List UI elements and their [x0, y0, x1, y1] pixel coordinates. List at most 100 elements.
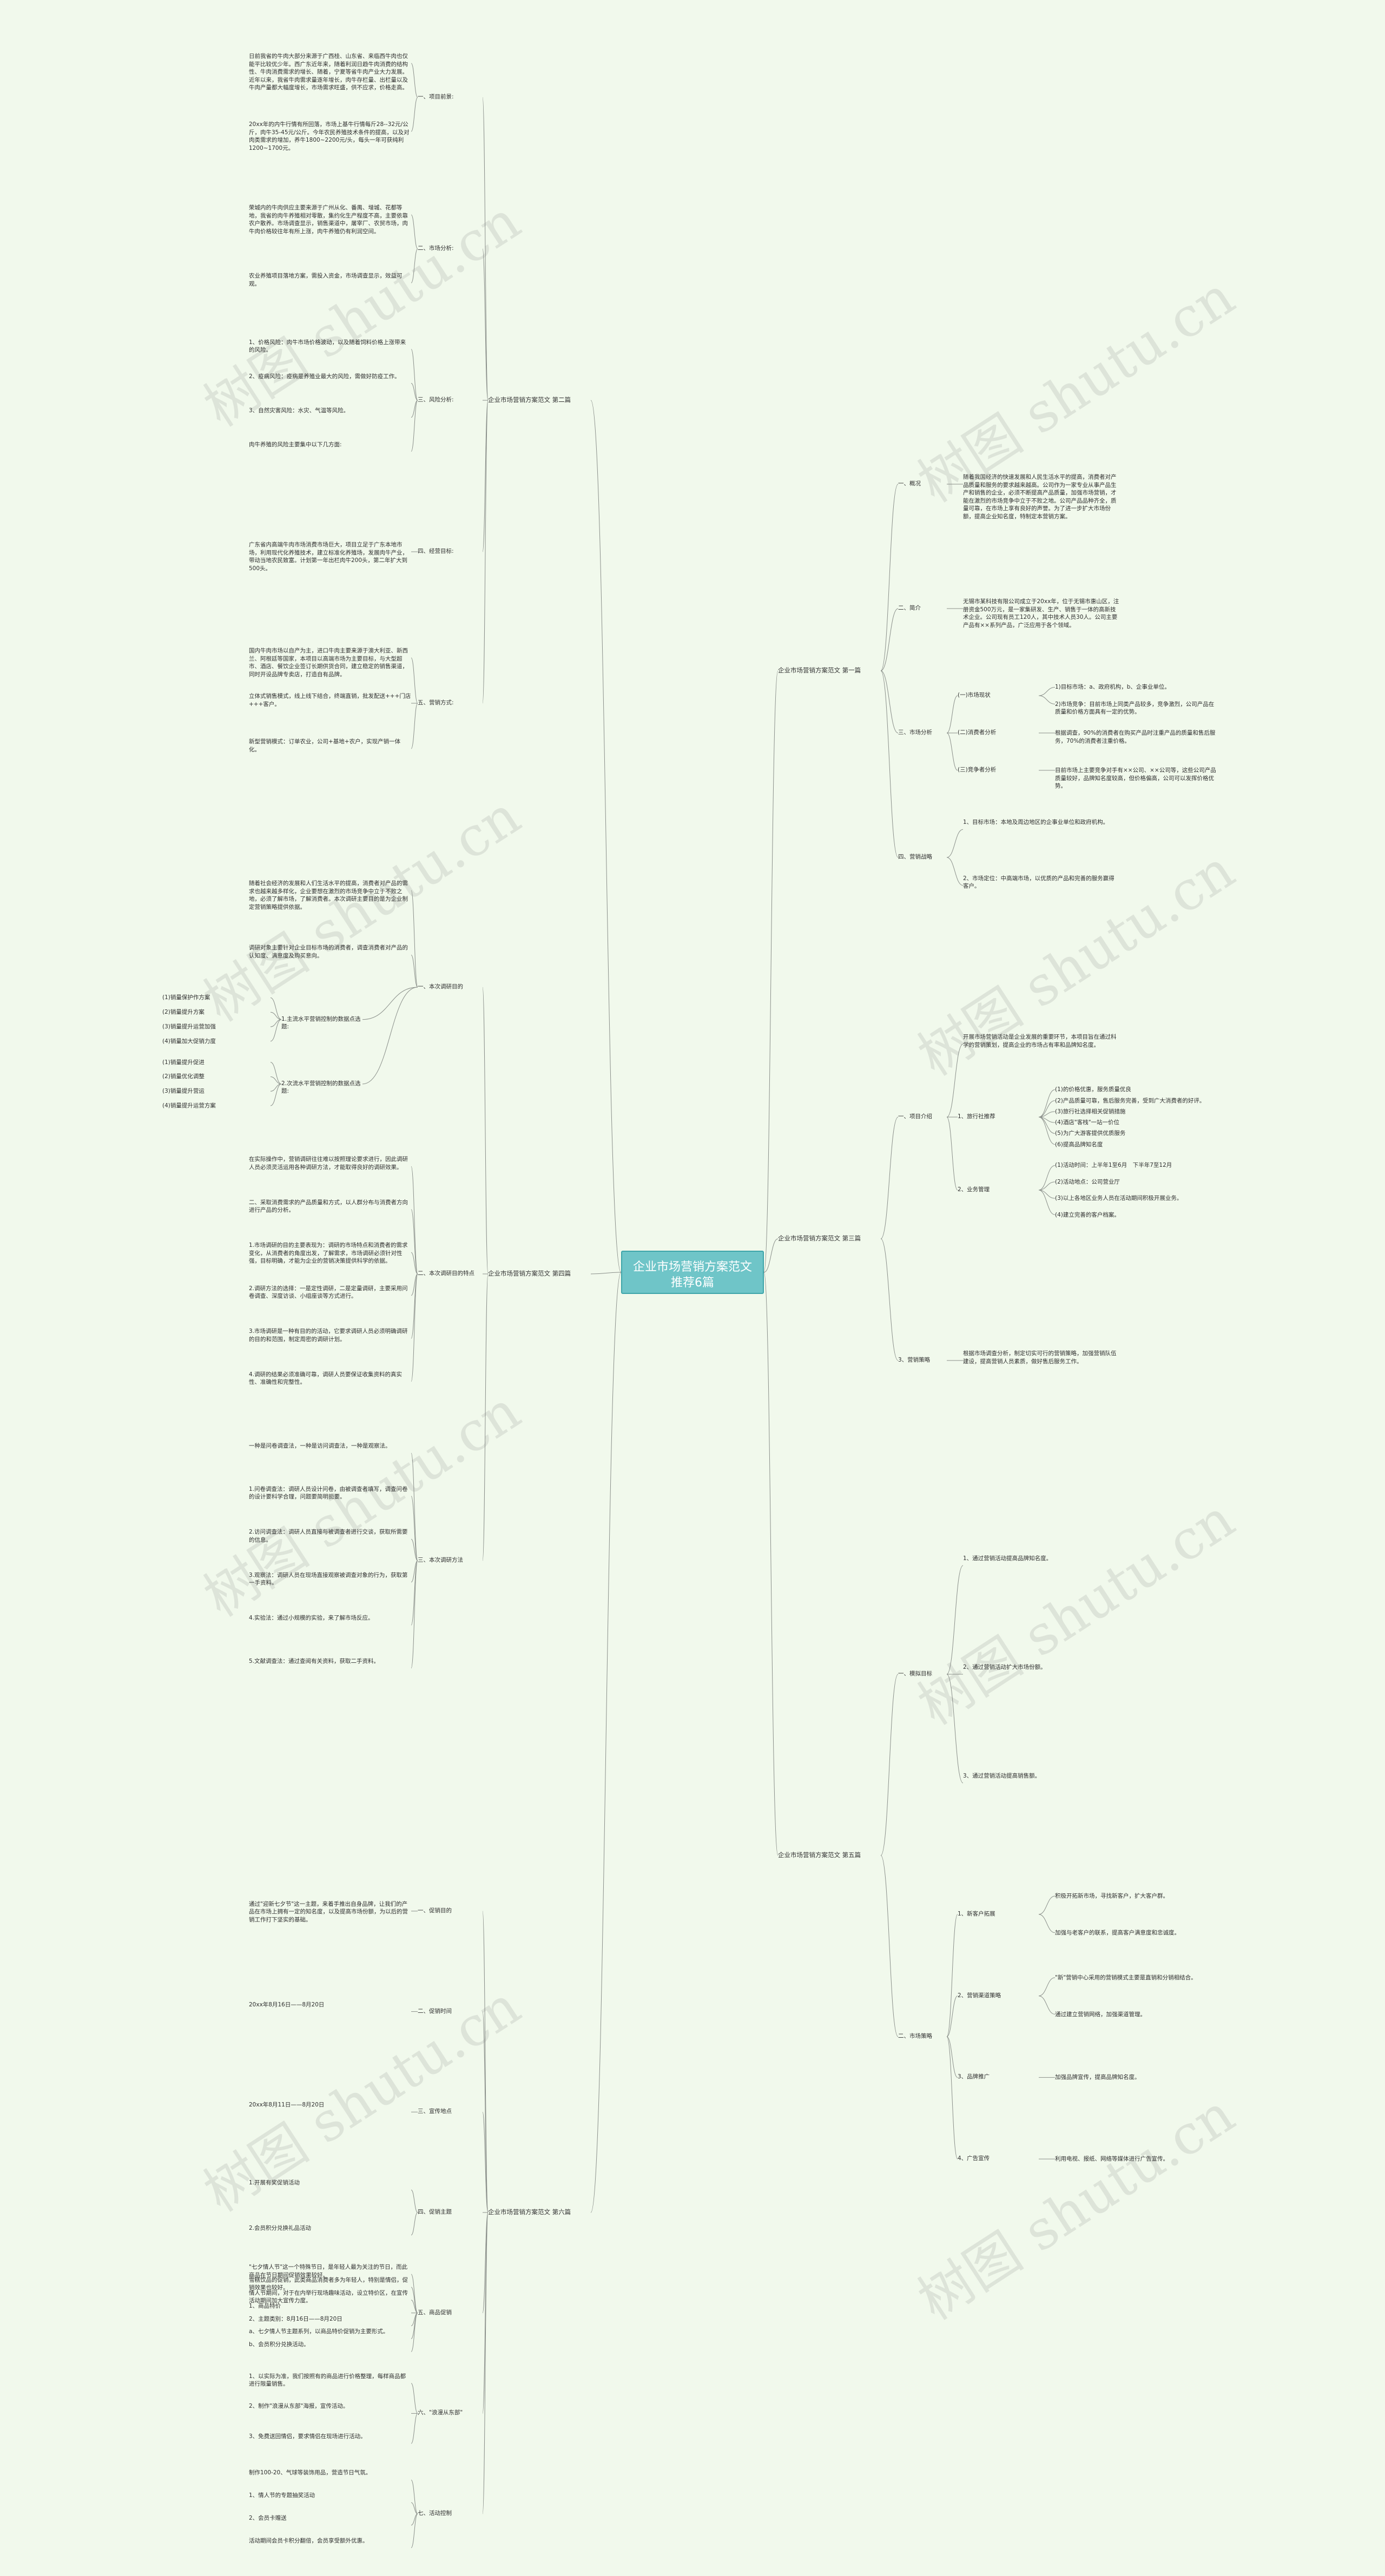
list-item: (2)销量提升方案 — [162, 1009, 205, 1016]
group-label: 2、业务管理 — [958, 1186, 990, 1193]
leaf-text: 1.问卷调查法：调研人员设计问卷，由被调查者填写，调查问卷的设计要科学合理，问题… — [249, 1485, 408, 1501]
group-label: (二)消费者分析 — [958, 729, 997, 736]
leaf-text: 活动期间会员卡积分翻倍，会员享受额外优惠。 — [249, 2537, 368, 2544]
section-label: 一、促销目的 — [418, 1907, 452, 1914]
section-label: 二、简介 — [898, 605, 921, 611]
leaf-text: 广东省内高端牛肉市场消费市场巨大，项目立足于广东本地市场，利用现代化养殖技术，建… — [249, 541, 408, 572]
section-label: 一、本次调研目的 — [418, 983, 463, 990]
leaf-text: "七夕情人节"这一个特殊节日，是年轻人最为关注的节日，而此商品在节日期间促销效果… — [249, 2264, 408, 2278]
list-item: (4)建立完善的客户档案。 — [1055, 1211, 1120, 1218]
leaf-text: 1、通过营销活动提高品牌知名度。 — [963, 1555, 1052, 1562]
leaf-text: 1.开展有奖促销活动 — [249, 2179, 300, 2187]
list-item: (1)销量保护作方案 — [162, 994, 210, 1001]
group-label: 3、品牌推广 — [958, 2073, 990, 2080]
section-label: 四、促销主题 — [418, 2209, 452, 2215]
leaf-text: 2.会员积分兑换礼品活动 — [249, 2224, 312, 2231]
leaf-text: 1、商品特价 — [249, 2302, 281, 2309]
list-item: (3)销量提升营运 — [162, 1088, 205, 1095]
leaf-text: 1、以实际为准，我们按照有的商品进行价格整理，每样商品都进行限量销售。 — [249, 2373, 406, 2388]
list-item: (4)酒店"客栈"一站一价位 — [1055, 1119, 1120, 1126]
leaf-text: 在实际操作中，营销调研往往难以按照理论要求进行，因此调研人员必须灵活运用各种调研… — [249, 1156, 408, 1171]
list-item: (2)活动地点：公司营业厅 — [1055, 1178, 1120, 1185]
list-item: "新"营销中心采用的营销模式主要是直销和分销相结合。 — [1055, 1974, 1197, 1981]
list-item: (3)销量提升运营加强 — [162, 1023, 216, 1031]
group-label: 1、旅行社推荐 — [958, 1113, 995, 1120]
section-label: 六、"浪漫从东部" — [418, 2409, 463, 2416]
leaf-text: 1、目标市场：本地及周边地区的企事业单位和政府机构。 — [963, 819, 1109, 826]
branch-topic: 企业市场营销方案范文 第四篇 — [488, 1270, 571, 1277]
list-item: 1)目标市场：a、政府机构，b、企事业单位。 — [1055, 684, 1170, 691]
leaf-text: 4.实验法：通过小规模的实验，来了解市场反应。 — [249, 1615, 374, 1622]
group-label: (一)市场现状 — [958, 692, 991, 698]
section-label: 3、营销策略 — [898, 1357, 931, 1363]
list-item: (4)销量提升运营方案 — [162, 1102, 216, 1109]
section-label: 三、本次调研方法 — [418, 1557, 463, 1563]
leaf-text: 根据市场调查分析，制定切实可行的营销策略，加强营销队伍建设，提高营销人员素质，做… — [963, 1350, 1117, 1365]
leaf-text: 4.调研的结果必须准确可靠，调研人员要保证收集资料的真实性、准确性和完整性。 — [249, 1371, 403, 1386]
leaf-text: 荣城内的牛肉供应主要来源于广州从化、番禺、增城、花都等地，我省的肉牛养殖相对零散… — [249, 204, 408, 235]
leaf-text: 3、免费送回情侣，要求情侣在现场进行活动。 — [249, 2433, 366, 2440]
section-label: 二、市场策略 — [898, 2033, 932, 2039]
group-label: 2.次流水平营销控制的数据点选题: — [281, 1080, 361, 1095]
list-item: 积极开拓新市场，寻找新客户，扩大客户群。 — [1055, 1892, 1169, 1899]
list-item: 根据调查，90%的消费者在购买产品时注重产品的质量和售后服务，70%的消费者注重… — [1055, 730, 1216, 744]
list-item: (1)活动时间：上半年1至6月 下半年7至12月 — [1055, 1162, 1172, 1169]
leaf-text: a、七夕情人节主题系列，以商品特价促销为主要形式。 — [249, 2328, 389, 2335]
section-label: 三、宣传地点 — [418, 2108, 452, 2115]
leaf-text: 开展市场营销活动是企业发展的重要环节，本项目旨在通过科学的营销策划，提高企业的市… — [963, 1034, 1117, 1048]
leaf-text: 3.观察法：调研人员在现场直接观察被调查对象的行为，获取第一手资料。 — [249, 1571, 408, 1587]
section-label: 一、模拟目标 — [898, 1670, 932, 1677]
leaf-text: 日前我省的牛肉大部分来源于广西桂、山东省、来临西牛肉也仅能平比较优少年。西广东近… — [249, 53, 408, 91]
list-item: (6)提高品牌知名度 — [1055, 1141, 1103, 1148]
root-topic: 企业市场营销方案范文推荐6篇 — [621, 1251, 764, 1294]
leaf-text: 无锡市某科技有限公司成立于20xx年，位于无锡市惠山区，注册资金500万元，是一… — [963, 598, 1119, 629]
branch-topic: 企业市场营销方案范文 第六篇 — [488, 2208, 571, 2216]
leaf-text: 2.调研方法的选择：一是定性调研，二是定量调研，主要采用问卷调查、深度访谈、小组… — [249, 1285, 408, 1300]
leaf-text: 肉牛养殖的风险主要集中以下几方面: — [249, 441, 342, 448]
leaf-text: 3、自然灾害风险：水灾、气温等风险。 — [249, 407, 349, 414]
list-item: (2)销量优化调整 — [162, 1073, 205, 1080]
leaf-text: 调研对象主要针对企业目标市场的消费者，调查消费者对产品的认知度、满意度及购买意向… — [249, 944, 408, 959]
leaf-text: 情人节期间，对于在内举行现场趣味活动，设立特价区，在宣传活动期间加大宣传力度。 — [249, 2289, 408, 2304]
leaf-text: 随着社会经济的发展和人们生活水平的提高，消费者对产品的需求也越来越多样化，企业要… — [249, 880, 408, 910]
list-item: (3)以上各地区业务人员在活动期间积极开展业务。 — [1055, 1195, 1183, 1202]
section-label: 一、概况 — [898, 480, 921, 487]
leaf-text: 农业养殖项目落地方案，需投入资金，市场调查显示，效益可观。 — [249, 273, 403, 287]
leaf-text: 3、通过营销活动提高销售额。 — [963, 1773, 1041, 1779]
list-item: (3)旅行社选择相关促销措施 — [1055, 1108, 1126, 1115]
leaf-text: 5.文献调查法：通过查阅有关资料，获取二手资料。 — [249, 1657, 380, 1665]
section-label: 七、活动控制 — [418, 2510, 452, 2517]
list-item: 加强与老客户的联系，提高客户满意度和忠诚度。 — [1055, 1929, 1180, 1936]
section-label: 二、本次调研目的特点 — [418, 1270, 474, 1277]
section-label: 三、风险分析: — [418, 397, 454, 403]
leaf-text: 二、采取消费需求的产品质量和方式，以人群分布与消费者方向进行产品的分析。 — [249, 1199, 408, 1214]
leaf-text: 制作100-20、气球等装饰用品，营造节日气氛。 — [249, 2469, 372, 2476]
leaf-text: 1、价格风险：肉牛市场价格波动，以及随着饲料价格上涨带来的风险。 — [249, 339, 406, 354]
list-item: 2)市场竞争：目前市场上同类产品较多，竞争激烈，公司产品在质量和价格方面具有一定… — [1055, 701, 1215, 716]
leaf-text: 2、制作"浪漫从东部"海报，宣传活动。 — [249, 2403, 349, 2410]
list-item: (2)产品质量可靠，售后服务完善，受到广大消费者的好评。 — [1055, 1097, 1205, 1104]
leaf-text: 20xx年8月11日——8月20日 — [249, 2102, 325, 2109]
leaf-text: 1.市场调研的目的主要表现为：调研的市场特点和消费者的需求变化，从消费者的角度出… — [249, 1242, 408, 1265]
section-label: 五、营销方式: — [418, 699, 454, 706]
section-label: 四、营销战略 — [898, 854, 932, 860]
group-label: (三)竞争者分析 — [958, 767, 997, 773]
leaf-text: 新型营销模式：订单农业，公司+基地+农户，实现产销一体化。 — [249, 738, 401, 753]
list-item: (1)的价格优惠，服务质量优良 — [1055, 1086, 1131, 1093]
branch-topic: 企业市场营销方案范文 第五篇 — [778, 1851, 861, 1859]
section-label: 五、商品促销 — [418, 2309, 452, 2316]
leaf-text: 一种是问卷调查法，一种是访问调查法，一种是观察法。 — [249, 1443, 391, 1450]
section-label: 一、项目前景: — [418, 94, 454, 100]
branch-topic: 企业市场营销方案范文 第二篇 — [488, 396, 571, 404]
leaf-text: 2、疫病风险：疫病是养殖业最大的风险，需做好防疫工作。 — [249, 373, 400, 380]
leaf-text: 2、市场定位：中高端市场，以优质的产品和完善的服务赢得客户。 — [963, 875, 1114, 890]
leaf-text: 2、会员卡赠送 — [249, 2515, 287, 2522]
section-label: 二、促销时间 — [418, 2007, 452, 2014]
list-item: (5)为广大游客提供优质服务 — [1055, 1130, 1126, 1137]
branch-topic: 企业市场营销方案范文 第一篇 — [778, 666, 861, 674]
leaf-text: 通过"迎新七夕节"这一主题，来着手推出自身品牌，让我们的产品在市场上拥有一定的知… — [249, 1900, 408, 1923]
group-label: 1、新客户拓展 — [958, 1910, 995, 1917]
section-label: 四、经营目标: — [418, 548, 454, 554]
leaf-text: 2、主题类别：8月16日——8月20日 — [249, 2315, 342, 2322]
